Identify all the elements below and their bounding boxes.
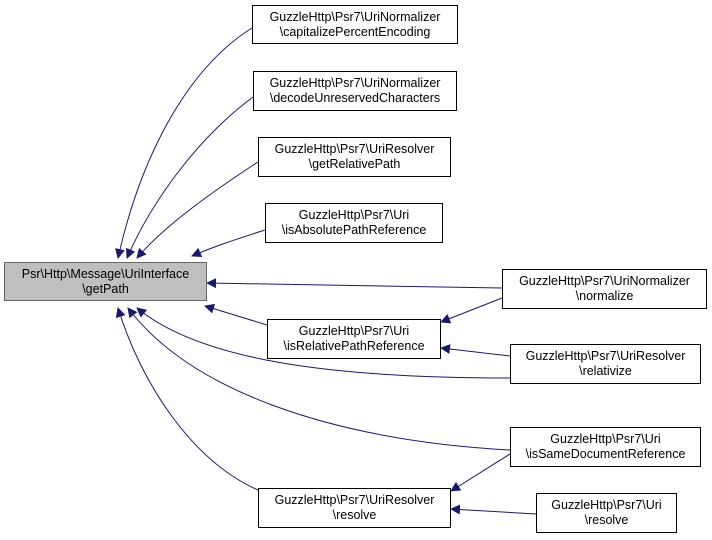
node-uri-isrelativepathreference[interactable]: GuzzleHttp\Psr7\Uri \isRelativePathRefer…: [267, 319, 441, 359]
node-label-line2: \decodeUnreservedCharacters: [269, 91, 441, 105]
node-label-line2: \normalize: [575, 289, 634, 303]
edge-isabsolute-to-root: [191, 229, 266, 257]
edge-resolve-to-root: [115, 307, 259, 491]
node-uri-isabsolutepathreference[interactable]: GuzzleHttp\Psr7\Uri \isAbsolutePathRefer…: [265, 203, 443, 243]
node-uri-resolve[interactable]: GuzzleHttp\Psr7\Uri \resolve: [536, 493, 677, 533]
node-label-line1: GuzzleHttp\Psr7\UriResolver: [274, 142, 435, 156]
node-label-line1: Psr\Http\Message\UriInterface: [21, 266, 190, 281]
node-label-line1: GuzzleHttp\Psr7\Uri: [550, 432, 661, 446]
edge-issame-to-resolve: [450, 453, 511, 492]
edge-getrelativepath-to-root: [136, 161, 259, 259]
node-uri-issamedocumentreference[interactable]: GuzzleHttp\Psr7\Uri \isSameDocumentRefer…: [510, 427, 701, 467]
node-label-line1: GuzzleHttp\Psr7\UriNormalizer: [269, 9, 441, 24]
edge-issame-to-root: [127, 307, 511, 451]
node-label-line2: \isRelativePathReference: [283, 339, 425, 353]
edge-normalize-to-root: [206, 278, 503, 289]
node-uriinterface-getpath: Psr\Http\Message\UriInterface \getPath: [4, 262, 207, 301]
node-label-line2: \resolve: [584, 513, 629, 527]
node-label-line2: \relativize: [579, 364, 632, 378]
node-label-line1: GuzzleHttp\Psr7\UriNormalizer: [269, 76, 441, 90]
node-label-line1: GuzzleHttp\Psr7\UriNormalizer: [519, 274, 690, 288]
edge-decode-to-root: [125, 96, 254, 259]
node-label-line1: GuzzleHttp\Psr7\Uri: [298, 324, 410, 338]
node-uriresolver-getrelativepath[interactable]: GuzzleHttp\Psr7\UriResolver \getRelative…: [258, 137, 451, 177]
node-uriresolver-relativize[interactable]: GuzzleHttp\Psr7\UriResolver \relativize: [510, 344, 701, 384]
edge-relativize-to-isrelative: [440, 344, 511, 357]
node-urinormalizer-decodeunreservedcharacters[interactable]: GuzzleHttp\Psr7\UriNormalizer \decodeUnr…: [253, 71, 457, 111]
node-label-line2: \isAbsolutePathReference: [281, 223, 427, 237]
edge-uriresolve-to-resolve: [450, 504, 537, 515]
edge-relativize-to-root: [136, 307, 511, 379]
node-urinormalizer-normalize[interactable]: GuzzleHttp\Psr7\UriNormalizer \normalize: [502, 269, 707, 309]
node-label-line2: \resolve: [332, 508, 377, 522]
node-label-line2: \getRelativePath: [308, 157, 401, 171]
node-label-line2: \isSameDocumentReference: [525, 447, 686, 461]
node-label-line1: GuzzleHttp\Psr7\Uri: [551, 498, 662, 512]
edge-isrelative-to-root: [204, 303, 268, 326]
node-uriresolver-resolve[interactable]: GuzzleHttp\Psr7\UriResolver \resolve: [258, 488, 451, 528]
node-label-line2: \getPath: [82, 281, 129, 296]
node-urinormalizer-capitalizepercentencoding[interactable]: GuzzleHttp\Psr7\UriNormalizer \capitaliz…: [252, 5, 458, 44]
node-label-line1: GuzzleHttp\Psr7\Uri: [298, 208, 410, 222]
node-label-line2: \capitalizePercentEncoding: [279, 24, 431, 39]
edge-normalize-to-isrelative: [440, 297, 503, 324]
edge-capitalize-to-root: [115, 27, 253, 259]
node-label-line1: GuzzleHttp\Psr7\UriResolver: [525, 349, 686, 363]
node-label-line1: GuzzleHttp\Psr7\UriResolver: [274, 493, 435, 507]
